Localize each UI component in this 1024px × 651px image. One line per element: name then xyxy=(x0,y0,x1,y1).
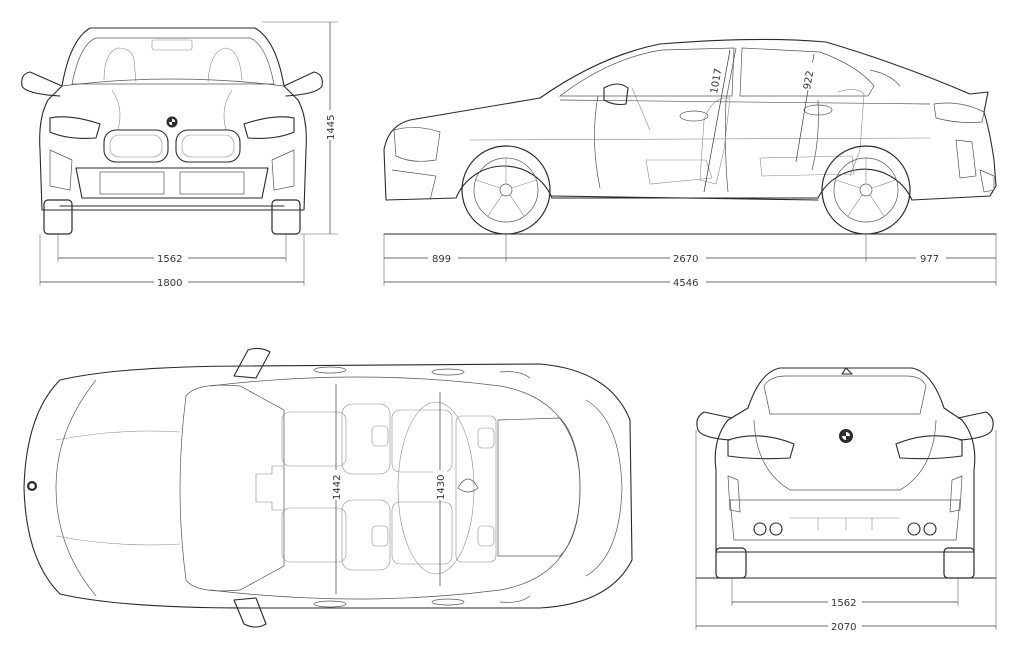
top-rear-window xyxy=(497,417,581,557)
front-view-tyre-left xyxy=(43,199,73,235)
rear-window xyxy=(763,375,927,415)
rear-mirror-left xyxy=(696,411,733,441)
side-headlight xyxy=(393,127,441,162)
front-seat-right xyxy=(207,47,243,83)
exhaust-tips xyxy=(753,522,937,536)
trunk-lid xyxy=(753,419,937,491)
taillight-right xyxy=(895,435,963,460)
hood-crease-l xyxy=(111,89,121,131)
side-sill xyxy=(551,195,819,201)
headlight-left xyxy=(49,116,101,139)
side-view: 1017 922 899 2670 977 4546 xyxy=(383,38,997,289)
rear-mirror-right xyxy=(957,411,994,441)
rear-track-label: 1562 xyxy=(831,598,856,609)
front-windshield xyxy=(71,37,275,85)
front-track-label: 1562 xyxy=(157,254,182,265)
b-pillar xyxy=(724,47,737,193)
top-hood-edge xyxy=(55,379,97,597)
front-door-line xyxy=(594,95,601,189)
top-windshield xyxy=(179,384,285,592)
top-view: 1442 1430 xyxy=(23,347,633,628)
front-lower-intake xyxy=(75,167,269,199)
side-taillight xyxy=(933,102,985,123)
front-width-label: 1800 xyxy=(157,278,182,289)
top-seats xyxy=(255,401,497,575)
front-mirror-left xyxy=(21,71,63,97)
rear-width-label: 2070 xyxy=(831,622,856,633)
front-view: 1445 1562 1800 xyxy=(21,21,338,289)
rear-door-handle xyxy=(803,104,833,116)
hood-crease-r xyxy=(223,89,233,131)
front-headroom-label: 1017 xyxy=(709,68,724,95)
bmw-roundel-icon xyxy=(839,429,853,443)
rear-body-outline xyxy=(714,367,976,553)
front-mirror-right xyxy=(283,71,323,97)
rear-view: 1562 2070 xyxy=(695,367,997,633)
rear-headroom-label: 922 xyxy=(802,70,816,91)
wheelbase-label: 2670 xyxy=(673,254,698,265)
grille-right xyxy=(175,129,241,163)
taillight-left xyxy=(727,435,795,460)
rear-overhang-label: 977 xyxy=(920,254,939,265)
side-front-wheel xyxy=(461,145,551,235)
front-seat-side xyxy=(699,97,731,185)
hood-edge xyxy=(61,78,285,87)
rear-mirror xyxy=(151,39,193,51)
bmw-roundel-icon xyxy=(27,481,37,491)
side-body-outline xyxy=(383,38,997,201)
beltline xyxy=(559,99,931,105)
length-label: 4546 xyxy=(673,278,698,289)
top-roof-outline xyxy=(209,376,581,600)
rear-diffuser xyxy=(729,499,961,541)
front-door-handle xyxy=(679,110,709,122)
front-height-label: 1445 xyxy=(326,115,337,140)
side-windows xyxy=(558,47,735,97)
front-shoulder-label: 1442 xyxy=(332,475,343,500)
headlight-right xyxy=(243,116,295,139)
bmw-roundel-icon xyxy=(166,116,178,128)
front-seat-left xyxy=(103,47,137,83)
front-headroom-line xyxy=(703,49,731,193)
side-rear-wheel xyxy=(821,145,911,235)
front-body-outline xyxy=(39,27,307,211)
side-mirror xyxy=(603,83,629,106)
front-view-tyre-right xyxy=(271,199,301,235)
rear-shoulder-label: 1430 xyxy=(436,475,447,500)
top-mirror-right xyxy=(233,597,267,628)
top-body-outline xyxy=(23,363,633,609)
front-overhang-label: 899 xyxy=(432,254,451,265)
grille-left xyxy=(103,129,169,163)
top-mirror-left xyxy=(233,347,271,379)
